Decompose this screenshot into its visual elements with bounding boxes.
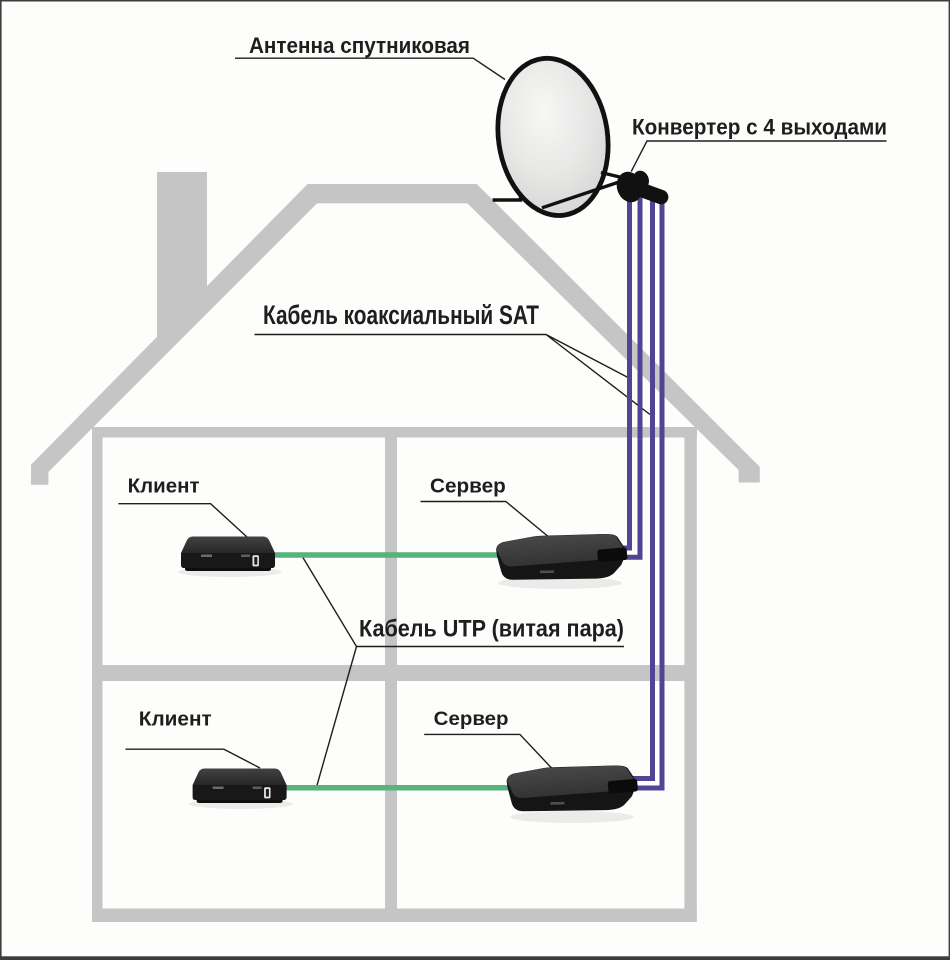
svg-text:Антенна спутниковая: Антенна спутниковая [249,33,470,58]
svg-text:Сервер: Сервер [430,475,506,498]
svg-text:Кабель коаксиальный SAT: Кабель коаксиальный SAT [263,300,539,330]
svg-text:Конвертер с 4 выходами: Конвертер с 4 выходами [632,115,887,140]
svg-text:Клиент: Клиент [139,709,212,731]
svg-text:Клиент: Клиент [128,475,200,497]
svg-text:Сервер: Сервер [434,709,509,730]
svg-text:Кабель UTP (витая пара): Кабель UTP (витая пара) [359,616,624,643]
